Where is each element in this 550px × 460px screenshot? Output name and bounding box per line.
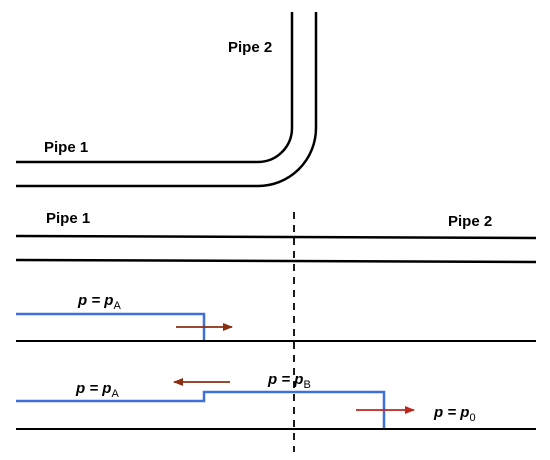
straight-pipe-top-wall <box>15 234 537 240</box>
wave2-left-pressure-label: p = pA <box>75 380 119 400</box>
bent-pipe-outer-wall <box>16 12 318 188</box>
wave2-right-pressure-label: p = p0 <box>433 404 476 424</box>
bent-pipe-inner-wall <box>16 12 294 164</box>
straight-pipe-bottom-wall <box>15 258 537 264</box>
bent-pipe <box>16 12 318 188</box>
wave1-pressure-front <box>16 312 206 340</box>
straight-pipe1-label: Pipe 1 <box>46 210 90 227</box>
wave2-pressure-front <box>16 390 386 428</box>
bent-pipe2-label: Pipe 2 <box>228 39 272 56</box>
straight-pipe2-label: Pipe 2 <box>448 213 492 230</box>
wave1-pressure-label: p = pA <box>77 292 121 312</box>
wave2-middle-pressure-label: p = pB <box>267 371 311 391</box>
bent-pipe1-label: Pipe 1 <box>44 139 88 156</box>
